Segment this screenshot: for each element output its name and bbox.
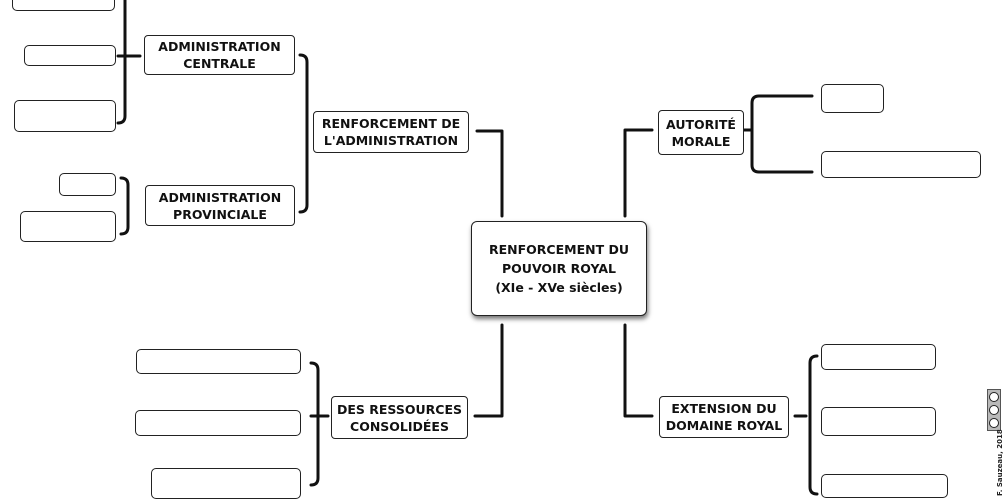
- empty-leaf-box: [24, 45, 116, 66]
- empty-leaf-box: [151, 468, 301, 499]
- empty-leaf-box: [821, 84, 884, 113]
- branch-renforcement-administration: RENFORCEMENT DE L'ADMINISTRATION: [313, 111, 469, 153]
- branch-administration-provinciale: ADMINISTRATION PROVINCIALE: [145, 185, 295, 226]
- branch-ressources-consolidees: DES RESSOURCES CONSOLIDÉES: [331, 396, 468, 439]
- empty-leaf-box: [821, 474, 948, 498]
- empty-leaf-box: [821, 151, 981, 178]
- branch-autorite-morale: AUTORITÉ MORALE: [658, 110, 744, 155]
- branch-extension-domaine-royal: EXTENSION DU DOMAINE ROYAL: [659, 396, 789, 438]
- empty-leaf-box: [14, 100, 116, 132]
- empty-leaf-box: [59, 173, 116, 196]
- central-topic: RENFORCEMENT DU POUVOIR ROYAL (XIe - XVe…: [471, 221, 647, 316]
- empty-leaf-box: [20, 211, 116, 242]
- author-credit: F. Sauzeau, 2018: [996, 429, 1004, 496]
- empty-leaf-box: [821, 344, 936, 370]
- empty-leaf-box: [136, 349, 301, 374]
- empty-leaf-box: [821, 407, 936, 436]
- branch-administration-centrale: ADMINISTRATION CENTRALE: [144, 35, 295, 75]
- empty-leaf-box: [135, 410, 301, 436]
- empty-leaf-box: [12, 0, 115, 11]
- creative-commons-icon: [987, 389, 1001, 431]
